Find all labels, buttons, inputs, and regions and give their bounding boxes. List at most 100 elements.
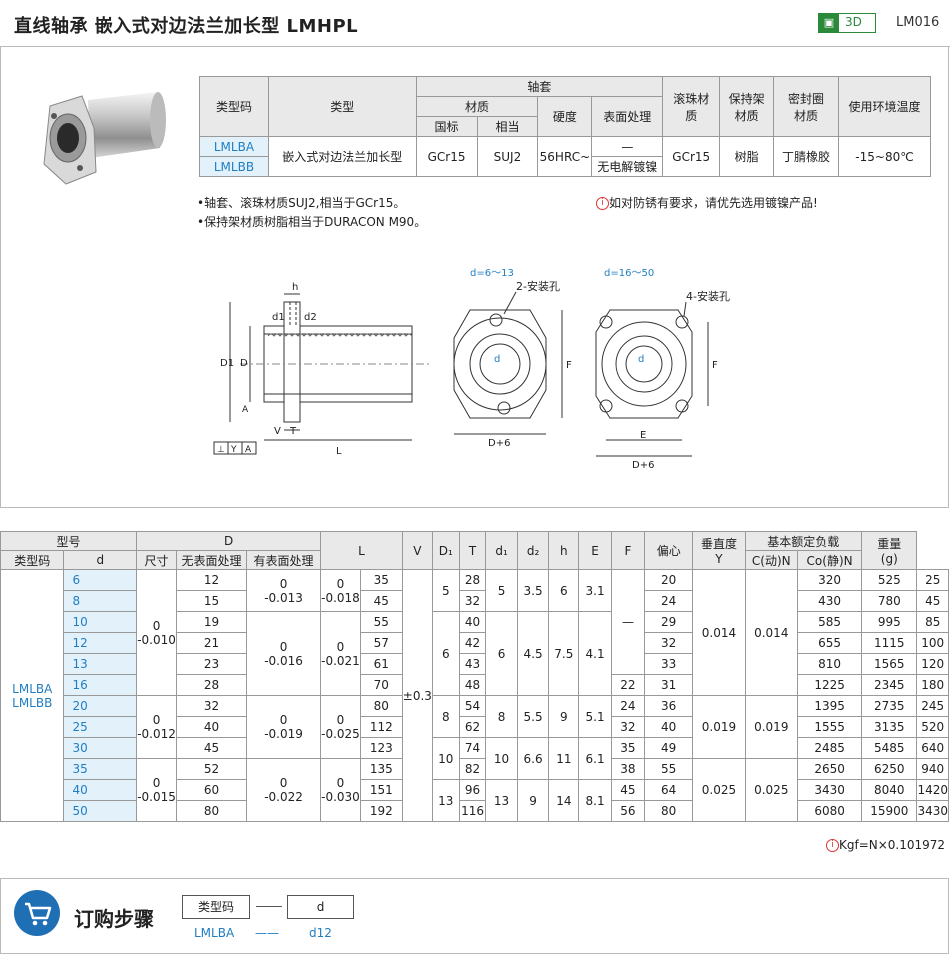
th-surface: 表面处理	[591, 96, 664, 137]
dim-D1: D1	[220, 358, 234, 369]
cell-weight: 25	[916, 569, 949, 591]
cell-F: 80	[643, 800, 694, 822]
cell-weight: 3430	[916, 800, 949, 822]
th-hardness: 硬度	[537, 96, 593, 137]
cell-T: 5	[485, 569, 518, 612]
cell-weight: 1420	[916, 779, 949, 801]
th-L: L	[320, 531, 403, 570]
cell-type: 嵌入式对边法兰加长型	[267, 136, 417, 177]
cell-weight: 45	[916, 590, 949, 612]
dim-D6-large: D+6	[632, 460, 654, 471]
cell-D-tol-surface: 0-0.018	[320, 569, 361, 612]
cell-hardness: 56HRC~	[537, 136, 593, 177]
cell-D1: 28	[458, 569, 487, 591]
cell-c-static: 8040	[861, 779, 918, 801]
cell-d2: 9	[548, 695, 580, 738]
order-connector	[256, 906, 282, 907]
dim-D6-small: D+6	[488, 438, 510, 449]
cell-d: 50	[63, 800, 138, 822]
cell-c-dynamic: 810	[797, 653, 863, 675]
cell-temperature: -15~80℃	[838, 136, 931, 177]
cell-c-dynamic: 430	[797, 590, 863, 612]
cell-c-static: 6250	[861, 758, 918, 780]
th-no-surface: 无表面处理	[176, 550, 247, 570]
cell-c-dynamic: 320	[797, 569, 863, 591]
cell-F: 64	[643, 779, 694, 801]
cell-L: 45	[359, 590, 403, 612]
cell-T: 13	[485, 779, 518, 822]
cell-c-static: 15900	[861, 800, 918, 822]
cell-d: 30	[63, 737, 138, 759]
th-h: h	[548, 531, 580, 570]
cell-V: 13	[431, 779, 460, 822]
cell-c-dynamic: 6080	[797, 800, 863, 822]
cell-d1: 9	[516, 779, 550, 822]
3d-model-button[interactable]: ▣ 3D	[818, 13, 876, 33]
th-with-surface: 有表面处理	[245, 550, 322, 570]
cell-d1: 3.5	[516, 569, 550, 612]
order-example-dash: ——	[255, 926, 279, 940]
dim-d2: d2	[304, 312, 317, 323]
cell-national-std: GCr15	[415, 136, 478, 177]
dim-h: h	[292, 282, 298, 293]
range-small: d=6～13	[470, 268, 514, 279]
cell-d-tolerance: 0-0.015	[136, 758, 178, 822]
cell-T: 10	[485, 737, 518, 780]
cell-F: 49	[643, 737, 694, 759]
cell-d: 40	[63, 779, 138, 801]
dim-V: V	[274, 426, 281, 437]
cell-E: 45	[610, 779, 646, 801]
order-box-type-code: 类型码	[182, 895, 250, 919]
th-type-code: 类型码	[199, 76, 269, 137]
spec-panel	[0, 46, 949, 508]
cell-weight: 180	[916, 674, 949, 696]
cell-E: 35	[610, 737, 646, 759]
cell-surface-b: 无电解镀镍	[591, 156, 664, 177]
cell-E: 24	[610, 695, 646, 717]
cube-icon: ▣	[819, 14, 839, 32]
technical-drawing: d=6～13 d=16～50 2-安装孔 4-安装孔 h d1 d2 D1 D …	[213, 268, 730, 471]
cell-d2: 14	[548, 779, 580, 822]
th-model: 型号	[0, 531, 138, 551]
cell-V: 10	[431, 737, 460, 780]
cell-weight: 940	[916, 758, 949, 780]
cell-D-size: 15	[176, 590, 247, 612]
spec-table: 类型码 类型 轴套 滚珠材质 保持架材质 密封圈材质 使用环境温度 材质 硬度 …	[199, 76, 931, 177]
cell-F: 36	[643, 695, 694, 717]
th-c-static: Co(静)N	[797, 550, 863, 570]
th-weight: 重量(g)	[861, 531, 918, 570]
cell-c-dynamic: 1225	[797, 674, 863, 696]
range-large: d=16～50	[604, 268, 654, 279]
cell-D-size: 52	[176, 758, 247, 780]
cell-D-tol-none: 0-0.019	[245, 695, 322, 759]
th-E: E	[578, 531, 612, 570]
cell-L: 80	[359, 695, 403, 717]
th-equivalent: 相当	[476, 116, 539, 137]
cell-L: 61	[359, 653, 403, 675]
th-retainer-material: 保持架材质	[719, 76, 775, 137]
cell-ball: GCr15	[662, 136, 721, 177]
cell-c-dynamic: 2650	[797, 758, 863, 780]
cell-retainer: 树脂	[719, 136, 775, 177]
cell-c-dynamic: 1555	[797, 716, 863, 738]
cell-D1: 62	[458, 716, 487, 738]
cell-F: 40	[643, 716, 694, 738]
cell-D-tol-none: 0-0.016	[245, 611, 322, 696]
note-material-2: •保持架材质树脂相当于DURACON M90。	[197, 215, 427, 229]
cell-c-static: 780	[861, 590, 918, 612]
th-D1: D₁	[431, 531, 460, 570]
cell-D1: 48	[458, 674, 487, 696]
cell-L: 57	[359, 632, 403, 654]
th-temperature: 使用环境温度	[838, 76, 931, 137]
cell-F: 32	[643, 632, 694, 654]
cell-T: 6	[485, 611, 518, 696]
cell-h: 4.1	[578, 611, 612, 696]
th-c-dynamic: C(动)N	[744, 550, 799, 570]
cell-d1: 4.5	[516, 611, 550, 696]
cell-D-size: 45	[176, 737, 247, 759]
dim-F-large: F	[712, 360, 718, 371]
cell-d: 6	[63, 569, 138, 591]
cell-c-static: 3135	[861, 716, 918, 738]
cell-d1: 5.5	[516, 695, 550, 738]
